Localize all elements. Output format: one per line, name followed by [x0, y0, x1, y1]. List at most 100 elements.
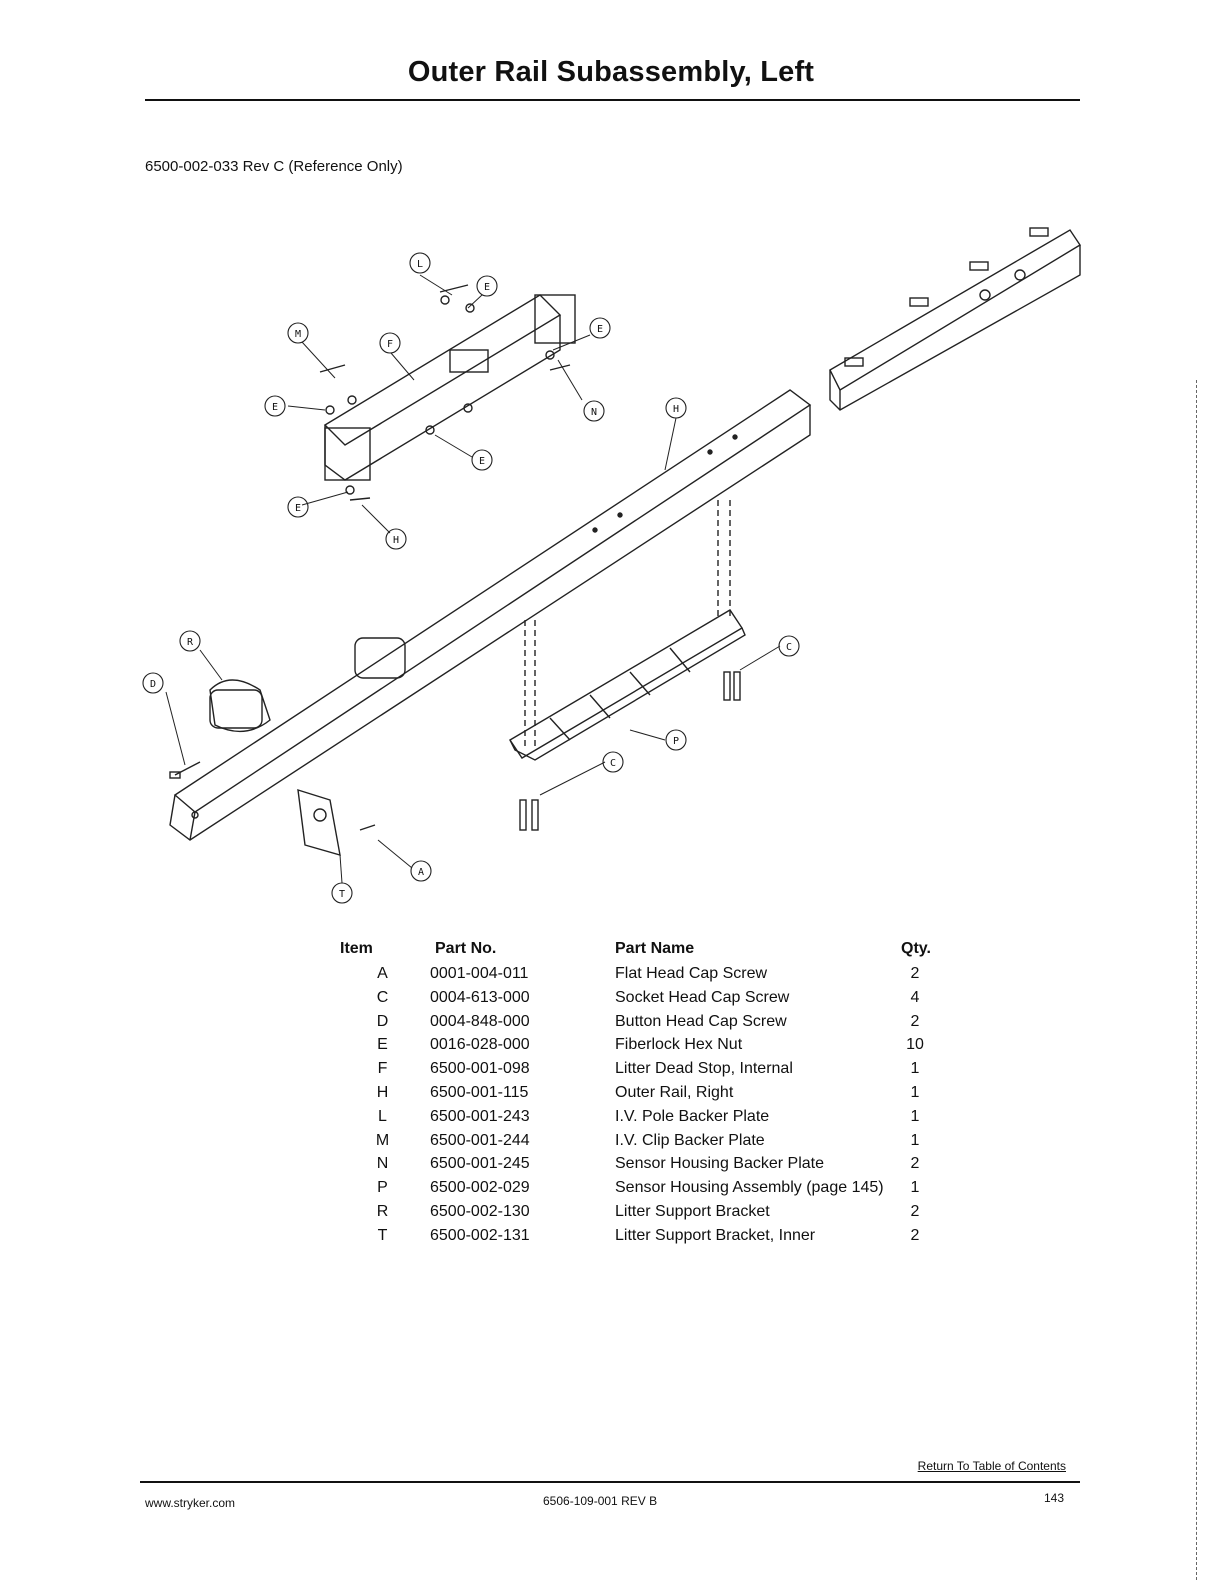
callout-label: F	[387, 339, 393, 350]
litter-support-bracket-inner	[297, 789, 376, 856]
header-item: Item	[340, 940, 373, 957]
cell-item: L	[378, 1107, 387, 1125]
header-part-no: Part No.	[435, 940, 497, 957]
cell-part-name: Outer Rail, Right	[615, 1083, 734, 1101]
cell-qty: 1	[910, 1060, 920, 1078]
cell-qty: 10	[906, 1036, 924, 1054]
table-row: D 0004-848-000 Button Head Cap Screw 2	[335, 1010, 955, 1034]
cell-qty: 2	[910, 1226, 920, 1244]
cell-item: H	[376, 1083, 389, 1101]
table-row: N 6500-001-245 Sensor Housing Backer Pla…	[335, 1152, 955, 1176]
header-qty: Qty.	[901, 940, 931, 957]
table-row: C 0004-613-000 Socket Head Cap Screw 4	[335, 986, 955, 1010]
cell-part-no: 0016-028-000	[430, 1036, 530, 1054]
callout-leaders	[165, 274, 781, 884]
callout-label: H	[673, 404, 679, 415]
litter-support-bracket	[169, 679, 271, 779]
footer-divider	[140, 1481, 1080, 1483]
exploded-parts-diagram: L E M F E E N H E E H R D C P C A T	[142, 227, 1081, 904]
cell-item: D	[376, 1012, 389, 1030]
header-part-name: Part Name	[615, 940, 695, 957]
cell-qty: 2	[910, 1012, 920, 1030]
callout-label: T	[339, 889, 345, 900]
cell-item: R	[376, 1202, 389, 1220]
cell-part-name: I.V. Clip Backer Plate	[615, 1131, 765, 1149]
parts-table-header: Item Part No. Part Name Qty.	[335, 940, 955, 962]
cell-item: N	[376, 1155, 389, 1173]
table-row: F 6500-001-098 Litter Dead Stop, Interna…	[335, 1057, 955, 1081]
footer-website: www.stryker.com	[145, 1496, 236, 1510]
cell-part-no: 6500-001-098	[430, 1060, 530, 1078]
cell-part-no: 0001-004-011	[430, 965, 529, 982]
table-row: L 6500-001-243 I.V. Pole Backer Plate 1	[335, 1105, 955, 1129]
cell-qty: 2	[910, 1202, 920, 1220]
cell-qty: 1	[910, 1179, 920, 1197]
table-row: P 6500-002-029 Sensor Housing Assembly (…	[335, 1176, 955, 1200]
scan-edge-mark	[1196, 380, 1197, 1580]
table-row: E 0016-028-000 Fiberlock Hex Nut 10	[335, 1033, 955, 1057]
return-to-contents-link[interactable]: Return To Table of Contents	[917, 1459, 1066, 1473]
header-divider	[145, 99, 1080, 101]
callout-bubbles: L E M F E E N H E E H R D C P C A T	[142, 252, 800, 904]
callout-label: C	[786, 642, 792, 653]
callout-label: E	[479, 456, 485, 467]
parts-list-table: Item Part No. Part Name Qty. A 0001-004-…	[335, 940, 955, 1248]
cell-part-no: 0004-848-000	[430, 1012, 530, 1030]
sensor-housing-assembly	[509, 500, 746, 831]
litter-dead-stop-assembly	[319, 284, 576, 501]
cell-item: M	[375, 1131, 390, 1149]
callout-label: R	[187, 637, 194, 648]
cell-qty: 4	[910, 988, 920, 1006]
cell-item: T	[377, 1226, 388, 1244]
cell-qty: 2	[910, 965, 920, 982]
callout-label: N	[591, 407, 597, 418]
table-row: T 6500-002-131 Litter Support Bracket, I…	[335, 1224, 955, 1248]
cell-qty: 1	[910, 1131, 920, 1149]
callout-label: E	[484, 282, 490, 293]
callout-label: E	[597, 324, 603, 335]
cell-part-no: 6500-002-029	[430, 1179, 530, 1197]
page-title: Outer Rail Subassembly, Left	[407, 56, 815, 88]
callout-label: P	[673, 736, 679, 747]
cell-part-name: Flat Head Cap Screw	[615, 965, 768, 982]
cell-part-no: 6500-002-130	[430, 1202, 530, 1220]
cell-part-name: Litter Dead Stop, Internal	[615, 1060, 793, 1078]
cell-part-no: 6500-001-243	[430, 1107, 530, 1125]
cell-qty: 1	[910, 1107, 920, 1125]
cell-part-name: Fiberlock Hex Nut	[615, 1036, 743, 1054]
cell-item: E	[377, 1036, 388, 1054]
page-number: 143	[1044, 1491, 1065, 1505]
cell-item: A	[377, 965, 388, 982]
cell-part-name: Button Head Cap Screw	[615, 1012, 787, 1030]
cell-part-name: Socket Head Cap Screw	[615, 988, 790, 1006]
cell-part-name: Sensor Housing Assembly (page 145)	[615, 1179, 884, 1197]
callout-label: M	[295, 329, 301, 340]
cell-part-name: I.V. Pole Backer Plate	[615, 1107, 770, 1125]
footer-doc-number: 6506-109-001 REV B	[543, 1494, 658, 1508]
outer-rail	[169, 389, 812, 841]
callout-label: D	[150, 679, 156, 690]
cell-part-no: 6500-002-131	[430, 1226, 530, 1244]
callout-label: E	[295, 503, 301, 514]
callout-label: A	[418, 867, 424, 878]
table-row: M 6500-001-244 I.V. Clip Backer Plate 1	[335, 1129, 955, 1153]
cell-qty: 2	[910, 1155, 920, 1173]
cell-item: P	[377, 1179, 388, 1197]
cell-qty: 1	[910, 1083, 920, 1101]
cell-part-no: 0004-613-000	[430, 988, 530, 1006]
callout-label: E	[272, 402, 278, 413]
cell-part-no: 6500-001-115	[430, 1083, 529, 1101]
document-reference: 6500-002-033 Rev C (Reference Only)	[145, 158, 403, 175]
cell-part-no: 6500-001-245	[430, 1155, 530, 1173]
cell-part-name: Litter Support Bracket	[615, 1202, 770, 1220]
cell-part-name: Litter Support Bracket, Inner	[615, 1226, 816, 1244]
cell-part-no: 6500-001-244	[430, 1131, 530, 1149]
callout-label: H	[393, 535, 399, 546]
callout-label: L	[417, 259, 423, 270]
table-row: R 6500-002-130 Litter Support Bracket 2	[335, 1200, 955, 1224]
rail-end-piece	[829, 227, 1081, 411]
table-row: H 6500-001-115 Outer Rail, Right 1	[335, 1081, 955, 1105]
table-row: A 0001-004-011 Flat Head Cap Screw 2	[335, 962, 955, 986]
cell-item: C	[376, 988, 389, 1006]
cell-part-name: Sensor Housing Backer Plate	[615, 1155, 824, 1173]
